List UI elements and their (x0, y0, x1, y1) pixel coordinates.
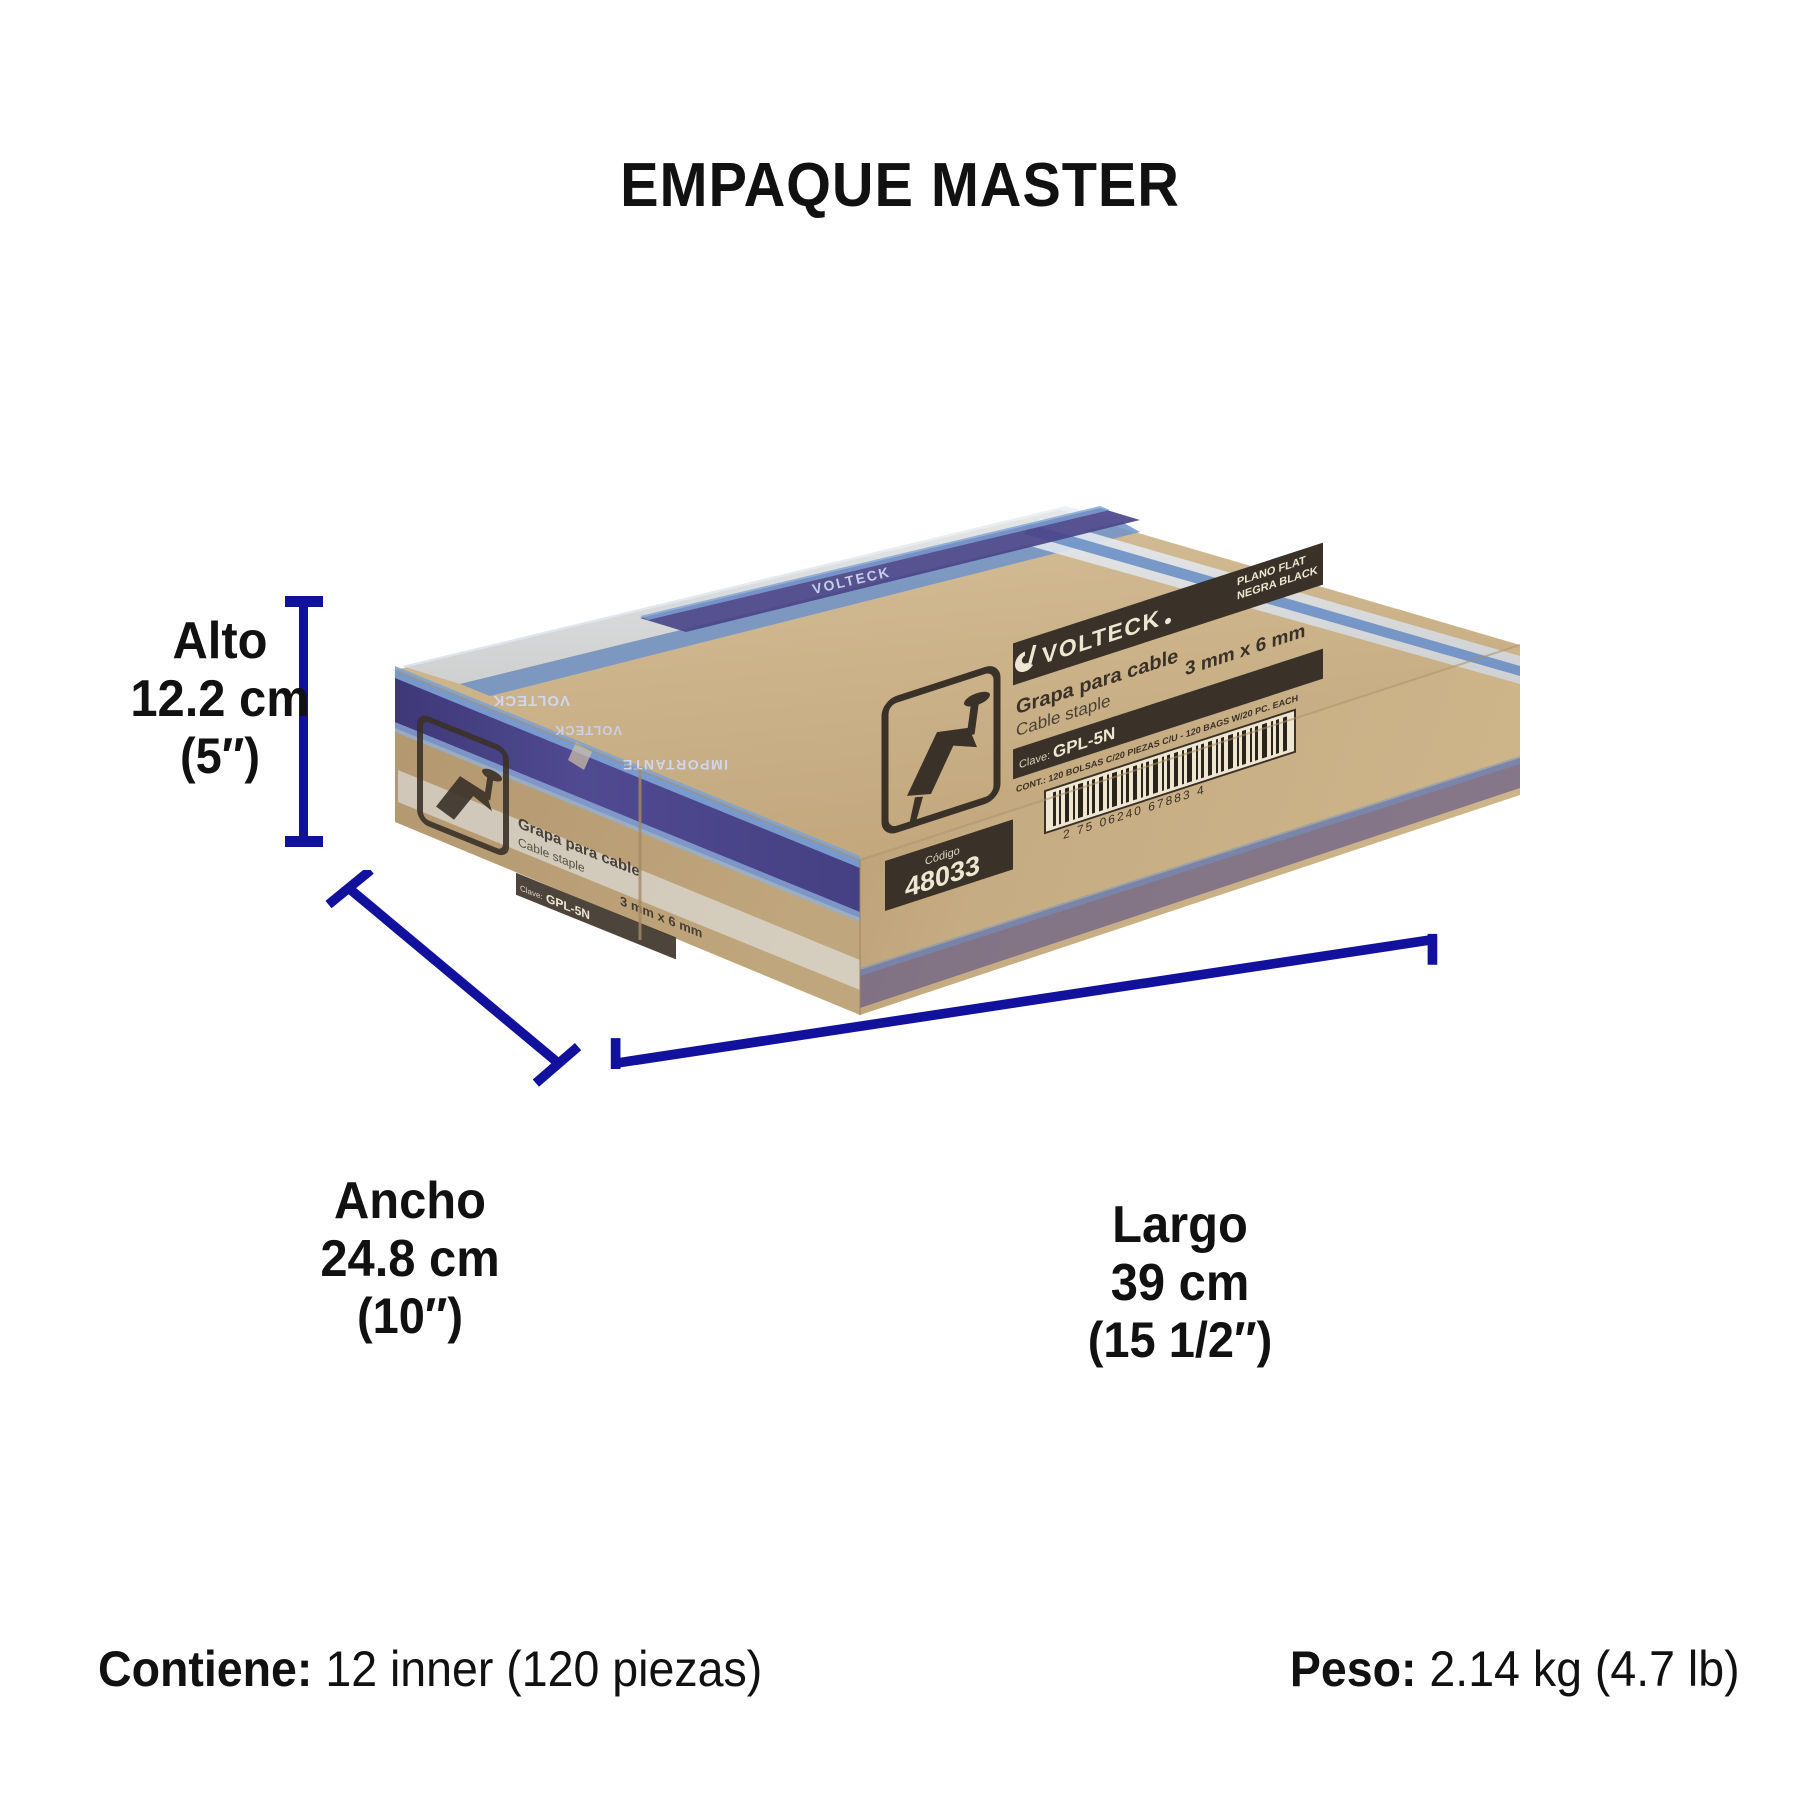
height-dimension-line (299, 598, 308, 846)
sealing-tape-bottom-front (860, 756, 1520, 1008)
width-label: Ancho 24.8 cm (10″) (230, 1172, 590, 1344)
length-label: Largo 39 cm (15 1/2″) (960, 1196, 1400, 1368)
contents-key: Contiene: (98, 1641, 326, 1697)
height-dimension-cap-top (285, 596, 323, 607)
label-clave-bar (1013, 648, 1323, 780)
master-carton-illustration: VOLTECK IMPORTANTE VOLTECK VOLTECK (340, 470, 1520, 1040)
weight-key: Peso: (1290, 1641, 1430, 1697)
staple-icon-frame (881, 666, 1001, 834)
height-dimension-cap-bottom (285, 836, 323, 847)
svg-text:VOLTECK: VOLTECK (492, 692, 570, 709)
contents-value: 12 inner (120 piezas) (325, 1641, 763, 1697)
width-label-imperial: (10″) (356, 1288, 464, 1345)
label-header-bar (1013, 542, 1323, 686)
length-label-imperial: (15 1/2″) (1087, 1312, 1273, 1369)
width-label-name: Ancho (333, 1172, 487, 1230)
weight-value: 2.14 kg (4.7 lb) (1429, 1641, 1740, 1697)
sealing-tape-left-bottom (398, 770, 860, 990)
height-label-imperial: (5″) (180, 728, 260, 785)
length-dimension-line (610, 933, 1438, 1070)
width-label-metric: 24.8 cm (320, 1230, 500, 1289)
cable-staple-icon (907, 691, 990, 826)
length-label-metric: 39 cm (1110, 1254, 1250, 1313)
height-label-metric: 12.2 cm (130, 670, 310, 729)
page-title: EMPAQUE MASTER (620, 151, 1180, 220)
contents-info: Contiene: 12 inner (120 piezas) (98, 1640, 762, 1698)
length-label-name: Largo (1112, 1196, 1248, 1254)
height-label-name: Alto (172, 612, 268, 670)
weight-info: Peso: 2.14 kg (4.7 lb) (1290, 1640, 1740, 1698)
label-codigo-block (885, 819, 1013, 911)
svg-text:IMPORTANTE: IMPORTANTE (621, 757, 728, 773)
width-dimension-line (325, 870, 582, 1087)
height-label: Alto 12.2 cm (5″) (70, 612, 370, 784)
svg-text:VOLTECK: VOLTECK (554, 723, 622, 738)
voltal-brand-mark (1015, 644, 1037, 673)
